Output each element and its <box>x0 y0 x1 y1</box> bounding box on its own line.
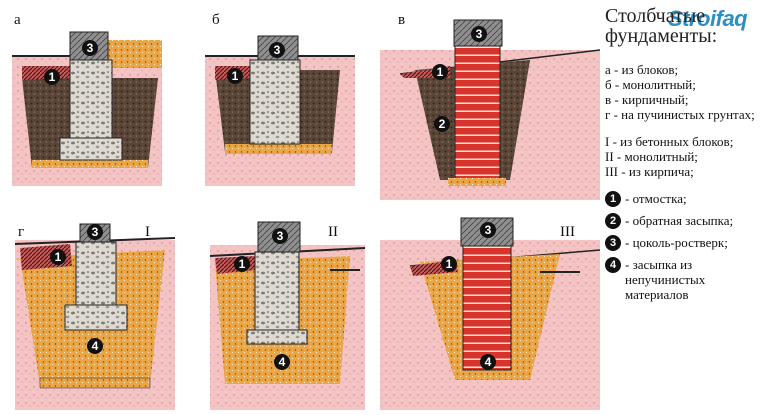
legend-item-4-text: - засыпка из непучинистых материалов <box>625 257 706 302</box>
panel-v: 3 1 2 в <box>380 12 600 200</box>
legend-item-3: 3 - цоколь-ростверк; <box>605 235 765 251</box>
badge-1: 1 <box>55 250 62 264</box>
badge-1: 1 <box>239 257 246 271</box>
number-4-badge: 4 <box>605 257 621 273</box>
panel-II: 3 1 4 II <box>209 221 366 410</box>
panel-label-g: г <box>18 224 24 240</box>
legend-item-4: 4 - засыпка из непучинистых материалов <box>605 257 765 302</box>
watermark-text: Stroifaq <box>668 6 748 31</box>
panel-label-roman-3: III <box>560 224 575 240</box>
stroifaq-watermark-logo: Stroifaq <box>654 4 762 34</box>
legend-item-1: 1 - отмостка; <box>605 191 765 207</box>
number-2-badge: 2 <box>605 213 621 229</box>
panel-III: 3 1 4 III <box>380 217 600 410</box>
badge-2: 2 <box>439 117 446 131</box>
foundation-diagram: 3 1 а 3 1 б 3 1 2 в <box>12 12 600 410</box>
badge-3: 3 <box>485 223 492 237</box>
badge-3: 3 <box>277 229 284 243</box>
legend-item-1-text: - отмостка; <box>625 191 687 206</box>
legend-roman-2: II - монолитный; <box>605 149 698 164</box>
legend-types: а - из блоков; б - монолитный; в - кирпи… <box>605 62 765 122</box>
panel-b: 3 1 б <box>205 12 355 186</box>
legend-roman: I - из бетонных блоков; II - монолитный;… <box>605 134 765 179</box>
badge-3: 3 <box>92 225 99 239</box>
legend-title: Столбчатые фундаменты: <box>605 5 718 47</box>
legend-type-v: в - кирпичный; <box>605 92 689 107</box>
legend-item-3-text: - цоколь-ростверк; <box>625 235 728 250</box>
legend-item-2: 2 - обратная засыпка; <box>605 213 765 229</box>
panel-g-I: 3 1 4 г I <box>14 223 176 410</box>
badge-1: 1 <box>232 69 239 83</box>
number-1-badge: 1 <box>605 191 621 207</box>
number-3-badge: 3 <box>605 235 621 251</box>
legend-roman-3: III - из кирпича; <box>605 164 694 179</box>
legend-type-b: б - монолитный; <box>605 77 696 92</box>
badge-1: 1 <box>49 70 56 84</box>
panel-label-a: а <box>14 12 21 28</box>
legend-type-a: а - из блоков; <box>605 62 679 77</box>
legend-type-g: г - на пучинистых грунтах; <box>605 107 755 122</box>
badge-4: 4 <box>279 355 286 369</box>
badge-3: 3 <box>87 41 94 55</box>
badge-3: 3 <box>476 27 483 41</box>
legend: Столбчатые фундаменты: а - из блоков; б … <box>605 6 765 308</box>
panel-a: 3 1 а <box>12 12 162 186</box>
badge-1: 1 <box>437 65 444 79</box>
badge-3: 3 <box>274 43 281 57</box>
badge-1: 1 <box>446 257 453 271</box>
legend-roman-1: I - из бетонных блоков; <box>605 134 734 149</box>
panel-label-roman-2: II <box>328 224 338 240</box>
badge-4: 4 <box>485 355 492 369</box>
panel-label-b: б <box>212 12 220 28</box>
legend-item-2-text: - обратная засыпка; <box>625 213 734 228</box>
panel-label-roman-1: I <box>145 224 150 240</box>
badge-4: 4 <box>92 339 99 353</box>
panel-label-v: в <box>398 12 405 28</box>
